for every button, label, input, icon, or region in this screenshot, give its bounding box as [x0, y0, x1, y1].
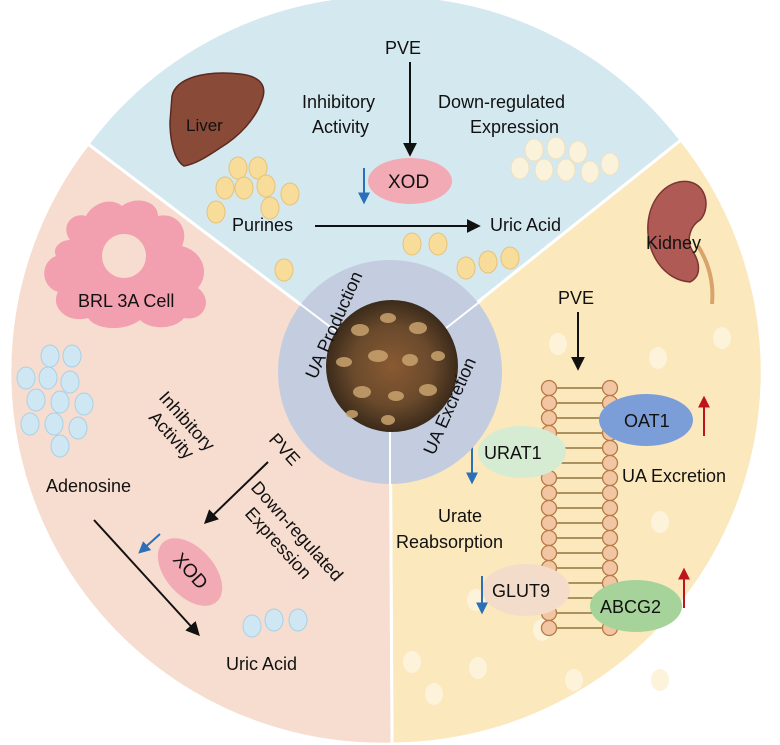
liver-label: Liver: [186, 116, 223, 135]
uric-acid-molecules-top: [510, 136, 620, 184]
left-xod-enzyme: [157, 538, 223, 606]
top-pve-label: PVE: [385, 38, 421, 58]
left-uric-acid-molecules: [242, 608, 308, 638]
urat1-label: URAT1: [484, 443, 542, 463]
adenosine-label: Adenosine: [46, 476, 131, 496]
purines-label: Purines: [232, 215, 293, 235]
ua-excretion-label: UA Excretion: [622, 466, 726, 486]
right-pve-label: PVE: [558, 288, 594, 308]
oat1-transporter: [599, 394, 693, 446]
abcg2-label: ABCG2: [600, 597, 661, 617]
left-xod-down-arrow: [138, 533, 161, 554]
adenosine-molecules: [16, 344, 94, 458]
top-xod-label: XOD: [388, 172, 429, 193]
purine-molecules: [206, 156, 520, 282]
top-inhibitory-line2: Activity: [312, 117, 369, 137]
left-pve-arrow: [203, 461, 269, 524]
right-section: Kidney PVE: [396, 180, 731, 705]
oat1-label: OAT1: [624, 411, 670, 431]
left-uric-acid-label: Uric Acid: [226, 654, 297, 674]
center-hub: UA Production UA Excretion: [278, 260, 502, 484]
top-xod-enzyme: [368, 158, 452, 204]
urate-line1: Urate: [438, 506, 482, 526]
top-inhibitory-line1: Inhibitory: [302, 92, 375, 112]
top-downreg-line1: Down-regulated: [438, 92, 565, 112]
urate-line2: Reabsorption: [396, 532, 503, 552]
kidney-ureter-icon: [696, 244, 715, 305]
cell-label: BRL 3A Cell: [78, 291, 174, 311]
adenosine-to-uric-arrow: [93, 519, 200, 637]
top-uric-acid-label: Uric Acid: [490, 215, 561, 235]
kidney-label: Kidney: [646, 233, 701, 253]
top-section: Liver PVE Inhibitory Activity Down-regul…: [169, 38, 620, 282]
top-downreg-line2: Expression: [470, 117, 559, 137]
glut9-transporter: [482, 564, 570, 616]
cell-nucleus-icon: [102, 234, 146, 278]
liver-icon: [169, 72, 265, 167]
abcg2-transporter: [590, 580, 682, 632]
urat1-transporter: [478, 426, 566, 478]
glut9-label: GLUT9: [492, 581, 550, 601]
herb-slices-icon: [336, 313, 445, 425]
kidney-icon: [647, 180, 707, 283]
